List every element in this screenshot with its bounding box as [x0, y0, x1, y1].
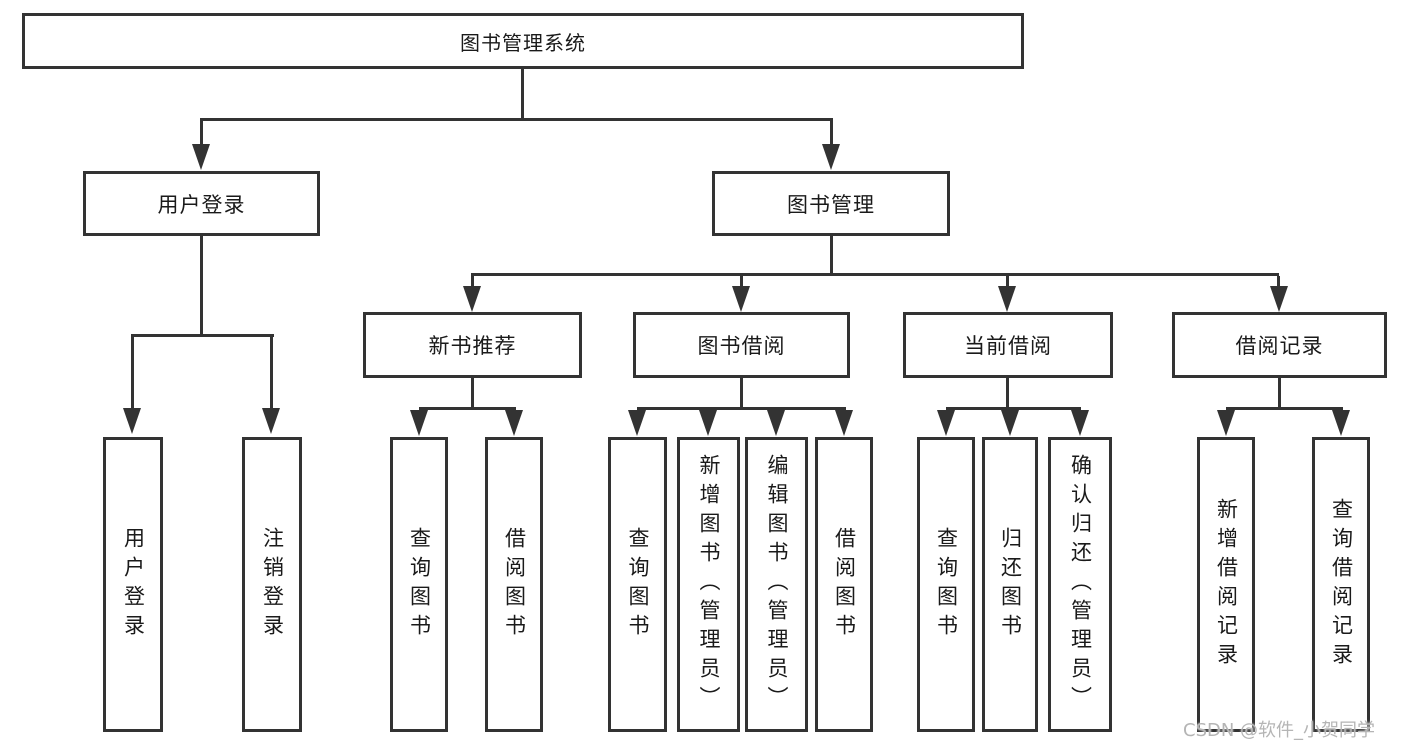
- leaf-add-borrow-record: 新增借阅记录: [1197, 437, 1255, 732]
- node-book-borrowing: 图书借阅: [633, 312, 850, 378]
- connector-drop-current-borrow: [1006, 276, 1009, 288]
- connector-borrowing-records-stem: [1278, 375, 1281, 410]
- leaf-logout-label: 注销登录: [260, 526, 285, 643]
- connector-current-borrowing-stem: [1006, 378, 1009, 410]
- leaf-user-login: 用户登录: [103, 437, 163, 732]
- node-library-management-system: 图书管理系统: [22, 13, 1024, 69]
- arrowhead-down-icon: [410, 410, 428, 436]
- leaf-borrow-books: 借阅图书: [815, 437, 873, 732]
- connector-root-crossbar: [200, 118, 833, 121]
- arrowhead-down-icon: [463, 286, 481, 312]
- arrowhead-down-icon: [1332, 410, 1350, 436]
- arrowhead-down-icon: [262, 408, 280, 434]
- connector-user-login-stem: [200, 236, 203, 337]
- connector-drop-book-management: [830, 118, 833, 148]
- connector-drop-new-book: [471, 276, 474, 288]
- arrowhead-down-icon: [1071, 410, 1089, 436]
- connector-drop-book-borrow: [740, 276, 743, 288]
- node-library-management-system-label: 图书管理系统: [460, 30, 586, 55]
- node-new-book-recommend: 新书推荐: [363, 312, 582, 378]
- leaf-query-books-recommend-label: 查询图书: [407, 526, 432, 643]
- node-current-borrowing-label: 当前借阅: [964, 334, 1052, 358]
- node-user-login: 用户登录: [83, 171, 320, 236]
- node-book-management-label: 图书管理: [787, 192, 875, 217]
- leaf-query-books-current-label: 查询图书: [934, 526, 959, 643]
- leaf-edit-books-admin: 编辑图书（管理员）: [745, 437, 808, 732]
- arrowhead-down-icon: [822, 144, 840, 170]
- connector-book-management-crossbar: [471, 273, 1279, 276]
- node-borrowing-records: 借阅记录: [1172, 312, 1387, 378]
- leaf-query-books-borrowing-label: 查询图书: [626, 526, 650, 643]
- node-book-management: 图书管理: [712, 171, 950, 236]
- leaf-logout: 注销登录: [242, 437, 302, 732]
- connector-book-borrowing-crossbar: [637, 407, 846, 410]
- arrowhead-down-icon: [1217, 410, 1235, 436]
- leaf-confirm-return-admin-label: 确认归还（管理员）: [1068, 454, 1093, 715]
- leaf-add-borrow-record-label: 新增借阅记录: [1214, 497, 1239, 672]
- arrowhead-down-icon: [628, 410, 646, 436]
- node-new-book-recommend-label: 新书推荐: [428, 334, 517, 358]
- leaf-confirm-return-admin: 确认归还（管理员）: [1048, 437, 1112, 732]
- csdn-watermark: CSDN @软件_小贺同学: [1183, 720, 1376, 741]
- arrowhead-down-icon: [835, 410, 853, 436]
- arrowhead-down-icon: [192, 144, 210, 170]
- arrowhead-down-icon: [123, 408, 141, 434]
- leaf-borrow-books-recommend-label: 借阅图书: [502, 526, 527, 643]
- arrowhead-down-icon: [1270, 286, 1288, 312]
- arrowhead-down-icon: [699, 410, 717, 436]
- connector-new-book-crossbar: [419, 407, 516, 410]
- leaf-query-books-current: 查询图书: [917, 437, 975, 732]
- leaf-borrow-books-label: 借阅图书: [832, 526, 857, 643]
- leaf-add-books-admin: 新增图书（管理员）: [677, 437, 740, 732]
- connector-current-borrowing-crossbar: [946, 407, 1081, 410]
- node-borrowing-records-label: 借阅记录: [1235, 334, 1324, 358]
- connector-drop-login-leaf: [131, 334, 134, 410]
- connector-user-login-crossbar: [133, 334, 274, 337]
- connector-borrowing-records-crossbar: [1226, 407, 1343, 410]
- leaf-borrow-books-recommend: 借阅图书: [485, 437, 543, 732]
- arrowhead-down-icon: [1001, 410, 1019, 436]
- connector-book-management-stem: [830, 236, 833, 276]
- connector-new-book-stem: [471, 378, 474, 410]
- arrowhead-down-icon: [732, 286, 750, 312]
- leaf-query-borrow-record: 查询借阅记录: [1312, 437, 1370, 732]
- arrowhead-down-icon: [767, 410, 785, 436]
- connector-drop-user-login: [200, 118, 203, 148]
- leaf-return-books: 归还图书: [982, 437, 1038, 732]
- connector-drop-borrow-record: [1277, 276, 1280, 288]
- leaf-query-borrow-record-label: 查询借阅记录: [1329, 497, 1354, 672]
- leaf-return-books-label: 归还图书: [998, 526, 1023, 643]
- connector-root-stem: [521, 67, 524, 121]
- node-current-borrowing: 当前借阅: [903, 312, 1113, 378]
- arrowhead-down-icon: [998, 286, 1016, 312]
- leaf-edit-books-admin-label: 编辑图书（管理员）: [765, 454, 789, 715]
- arrowhead-down-icon: [505, 410, 523, 436]
- arrowhead-down-icon: [937, 410, 955, 436]
- leaf-query-books-borrowing: 查询图书: [608, 437, 667, 732]
- connector-book-borrowing-stem: [740, 378, 743, 410]
- node-book-borrowing-label: 图书借阅: [697, 334, 786, 358]
- leaf-query-books-recommend: 查询图书: [390, 437, 448, 732]
- leaf-user-login-label: 用户登录: [121, 526, 146, 643]
- node-user-login-label: 用户登录: [157, 192, 246, 217]
- connector-drop-logout-leaf: [270, 334, 273, 410]
- leaf-add-books-admin-label: 新增图书（管理员）: [697, 454, 721, 715]
